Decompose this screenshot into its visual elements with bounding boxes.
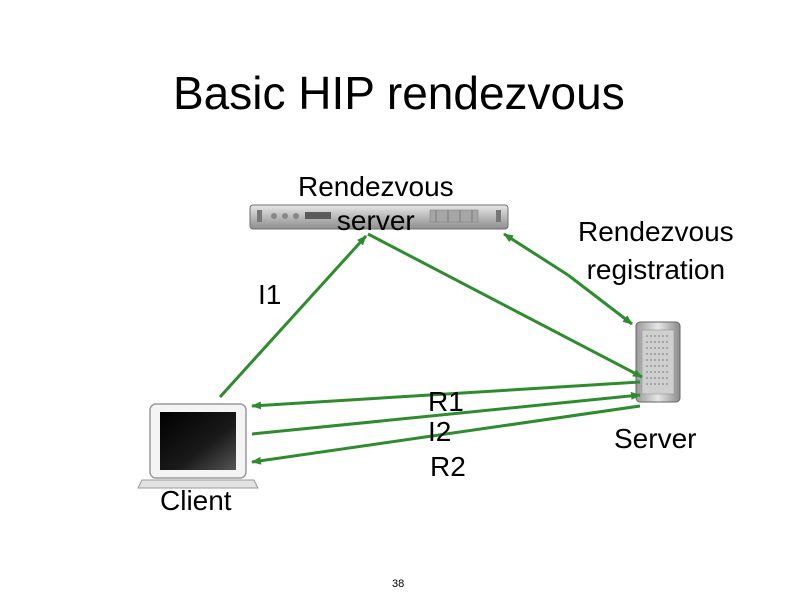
i2-arrow xyxy=(251,391,641,436)
rendezvous-server-icon xyxy=(249,204,509,230)
i1-label: I1 xyxy=(258,279,282,310)
registration-arrow-head-rvs xyxy=(503,232,569,277)
r2-label: R2 xyxy=(430,451,466,482)
r1-label: R1 xyxy=(428,386,464,417)
r2-arrow xyxy=(251,404,641,465)
server-tower-icon xyxy=(635,321,681,403)
forward-arrow xyxy=(367,232,643,379)
r1-arrow xyxy=(251,380,641,410)
i2-label: I2 xyxy=(428,416,452,447)
client-laptop-icon xyxy=(137,403,259,489)
i1-arrow xyxy=(218,234,368,399)
registration-arrow-head-server xyxy=(567,273,633,326)
server-label: Server xyxy=(614,423,697,454)
page-number: 38 xyxy=(392,578,405,590)
client-label: Client xyxy=(160,485,232,516)
slide-title: Basic HIP rendezvous xyxy=(173,67,625,119)
